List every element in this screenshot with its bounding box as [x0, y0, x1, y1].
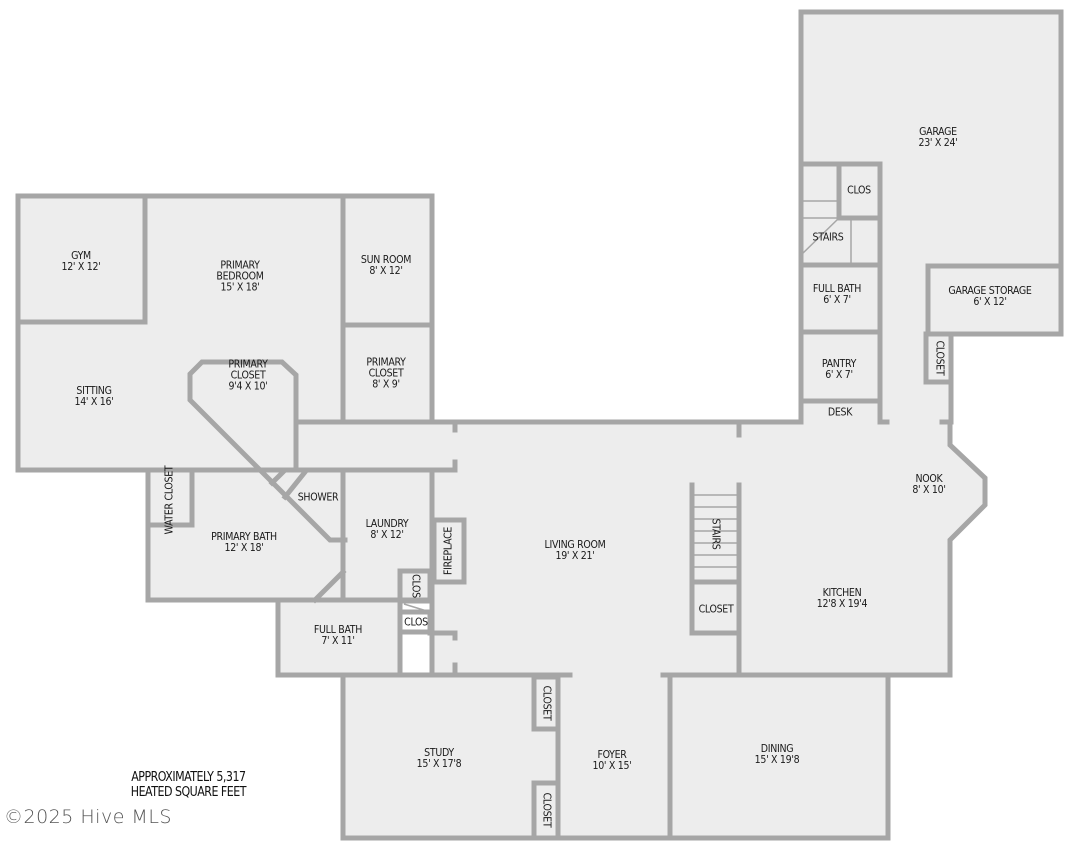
room-dimensions: 8' X 12': [369, 265, 403, 277]
room-name: CLOSET: [933, 340, 946, 376]
room-sun-room: SUN ROOM 8' X 12': [361, 255, 411, 277]
room-laundry: LAUNDRY 8' X 12': [366, 519, 409, 541]
room-name: SUN ROOM: [360, 254, 412, 266]
room-name: SITTING: [76, 385, 112, 397]
room-name: CLOSET: [540, 685, 553, 721]
stairs-garage: STAIRS: [812, 231, 844, 244]
room-dimensions: 7' X 11': [321, 635, 355, 647]
room-water-closet: WATER CLOSET: [163, 465, 176, 535]
room-dimensions: 15' X 18': [220, 281, 260, 294]
fireplace: FIREPLACE: [442, 526, 455, 576]
area-note-line1: APPROXIMATELY 5,317: [131, 770, 246, 785]
room-primary-closet: PRIMARY CLOSET 9'4 X 10': [228, 358, 268, 393]
room-living-room: LIVING ROOM 19' X 21': [545, 540, 606, 562]
room-sitting: SITTING 14' X 16': [75, 386, 114, 408]
room-name: LIVING ROOM: [544, 539, 606, 551]
room-primary-closet-2: PRIMARY CLOSET 8' X 9': [366, 356, 406, 391]
room-name: CLOSET: [163, 465, 176, 501]
walls: [15, 9, 1064, 841]
room-name: GARAGE STORAGE: [948, 285, 1032, 297]
room-name: CLOS: [847, 184, 871, 197]
room-pantry: PANTRY 6' X 7': [822, 359, 856, 381]
room-gym: GYM 12' X 12': [62, 251, 101, 273]
room-shower: SHOWER: [297, 491, 339, 504]
room-dimensions: 9'4 X 10': [228, 380, 268, 393]
room-dimensions: 14' X 16': [74, 396, 114, 408]
room-closet-study-bottom: CLOSET: [540, 792, 553, 828]
room-dimensions: 19' X 21': [555, 550, 595, 562]
room-nook: NOOK 8' X 10': [912, 473, 946, 496]
area-note: APPROXIMATELY 5,317 HEATED SQUARE FEET: [114, 770, 263, 800]
room-dimensions: 6' X 7': [825, 369, 853, 381]
room-dimensions: 12'8 X 19'4: [816, 598, 868, 610]
room-dimensions: 6' X 12': [973, 296, 1007, 308]
room-primary-bedroom: PRIMARY BEDROOM 15' X 18': [216, 259, 264, 294]
room-name: SHOWER: [297, 491, 339, 504]
room-name: BEDROOM: [216, 270, 264, 283]
room-name: FULL BATH: [313, 624, 363, 636]
room-name: GARAGE: [919, 126, 957, 138]
room-dimensions: 15' X 17'8: [416, 758, 462, 770]
room-name: PANTRY: [821, 358, 857, 370]
room-desk: DESK: [827, 406, 853, 419]
room-name: CLOSET: [698, 603, 734, 616]
room-name: PRIMARY: [220, 259, 260, 272]
room-dimensions: 6' X 7': [823, 294, 851, 306]
room-name: CLOSET: [230, 369, 266, 382]
room-full-bath-2: FULL BATH 6' X 7': [813, 284, 861, 306]
room-dining: DINING 15' X 19'8: [755, 744, 800, 766]
room-name: PRIMARY BATH: [211, 531, 277, 543]
room-name: CLOSET: [368, 367, 404, 380]
room-kitchen: KITCHEN 12'8 X 19'4: [816, 587, 868, 610]
room-closet-stairs: CLOSET: [698, 603, 734, 616]
room-name: FULL BATH: [812, 283, 862, 295]
stairs-main: STAIRS: [709, 518, 722, 550]
room-dimensions: 8' X 12': [370, 529, 404, 541]
room-garage: GARAGE 23' X 24': [919, 127, 958, 149]
room-garage-storage: GARAGE STORAGE 6' X 12': [948, 286, 1031, 308]
room-name: DINING: [760, 743, 794, 755]
room-name: FIREPLACE: [442, 526, 455, 576]
room-dimensions: 15' X 19'8: [754, 754, 800, 766]
copyright-watermark: ©2025 Hive MLS: [4, 806, 172, 828]
room-dimensions: 8' X 9': [372, 378, 400, 391]
room-name: NOOK: [915, 473, 943, 485]
room-closet-garage: CLOSET: [933, 340, 946, 376]
room-name: DESK: [827, 406, 853, 419]
room-name: STAIRS: [812, 231, 844, 244]
room-name: LAUNDRY: [365, 518, 409, 530]
room-dimensions: 10' X 15': [592, 760, 632, 772]
room-name: STUDY: [424, 747, 454, 759]
room-name: CLOSET: [540, 792, 553, 828]
room-dimensions: 12' X 18': [224, 542, 264, 554]
room-name: PRIMARY: [366, 356, 406, 369]
room-primary-bath: PRIMARY BATH 12' X 18': [211, 532, 277, 554]
room-name: GYM: [71, 250, 91, 262]
room-name: CLOS: [409, 574, 422, 598]
room-name: PRIMARY: [228, 358, 268, 371]
room-name: CLOS: [404, 616, 428, 629]
room-name: STAIRS: [709, 518, 722, 550]
room-closet-study-top: CLOSET: [540, 685, 553, 721]
area-note-line2: HEATED SQUARE FEET: [130, 785, 247, 800]
room-name: FOYER: [597, 749, 627, 761]
room-name: KITCHEN: [822, 587, 862, 599]
room-dimensions: 12' X 12': [61, 261, 101, 273]
room-study: STUDY 15' X 17'8: [417, 748, 462, 770]
room-dimensions: 23' X 24': [918, 137, 958, 149]
room-clos-garage: CLOS: [847, 184, 871, 197]
room-clos-laundry: CLOS: [409, 574, 422, 598]
room-dimensions: 8' X 10': [912, 484, 946, 496]
room-name: WATER: [163, 503, 176, 535]
room-foyer: FOYER 10' X 15': [593, 750, 632, 772]
room-full-bath-1: FULL BATH 7' X 11': [314, 625, 362, 647]
floor-fill: [18, 12, 1061, 838]
room-clos-hall: CLOS: [404, 616, 428, 629]
